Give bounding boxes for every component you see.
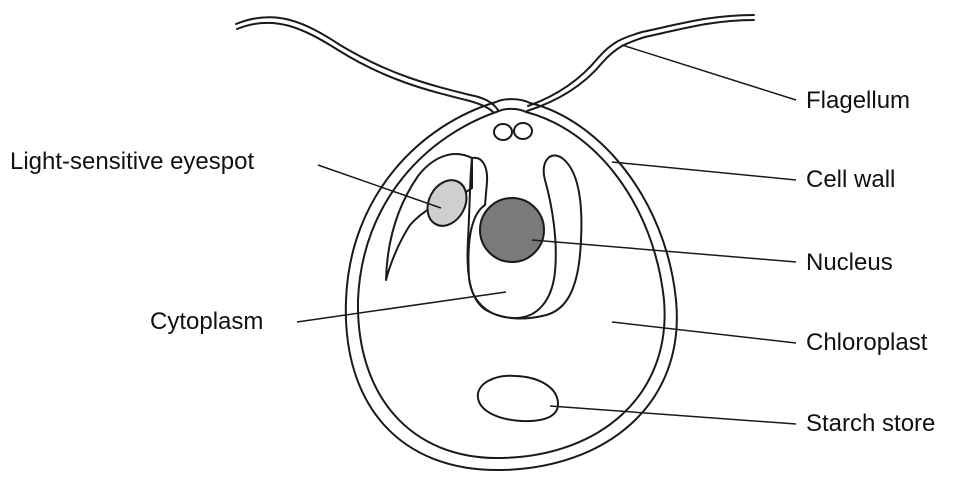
leader-line-starch-store — [550, 406, 796, 424]
leader-line-chloroplast — [612, 322, 796, 343]
flagellum-left — [236, 17, 498, 110]
label-cell-wall: Cell wall — [806, 168, 895, 192]
leader-line-cytoplasm — [297, 292, 506, 322]
label-eyespot: Light-sensitive eyespot — [10, 150, 254, 174]
contractile-vacuole-left — [494, 124, 512, 140]
label-cytoplasm: Cytoplasm — [150, 310, 263, 334]
nucleus-shape — [480, 198, 544, 262]
label-starch-store: Starch store — [806, 412, 935, 436]
label-nucleus: Nucleus — [806, 251, 893, 275]
starch-store-shape — [478, 376, 558, 421]
flagellum-right — [528, 15, 754, 106]
cell-wall-outer — [346, 99, 677, 470]
label-chloroplast: Chloroplast — [806, 331, 927, 355]
leader-line-cell-wall — [612, 162, 796, 180]
leader-line-flagellum — [622, 45, 796, 100]
label-flagellum: Flagellum — [806, 89, 910, 113]
flagellum-right-inner — [527, 20, 754, 111]
flagellum-left-inner — [237, 23, 493, 112]
contractile-vacuole-right — [514, 123, 532, 139]
